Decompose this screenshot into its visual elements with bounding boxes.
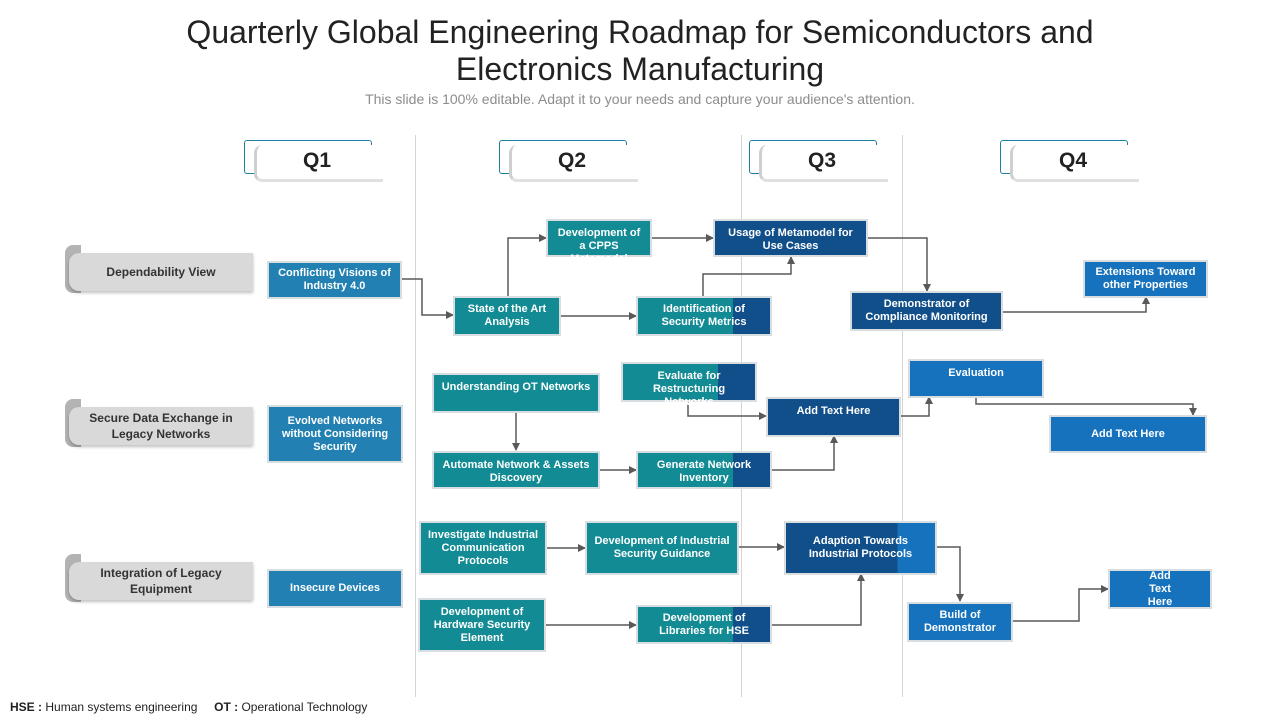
box-build-demonstrator: Build of Demonstrator bbox=[907, 602, 1013, 642]
box-adaption-protocols: Adaption Towards Industrial Protocols bbox=[784, 521, 937, 575]
box-conflicting-visions: Conflicting Visions of Industry 4.0 bbox=[267, 261, 402, 299]
quarter-label: Q4 bbox=[1058, 149, 1087, 172]
category-secure-data-exchange: Secure Data Exchange in Legacy Networks bbox=[65, 399, 255, 461]
quarter-header-q1: Q1 bbox=[244, 140, 383, 182]
quarter-header-q3: Q3 bbox=[749, 140, 888, 182]
box-hardware-security: Development of Hardware Security Element bbox=[418, 598, 546, 652]
quarter-label: Q1 bbox=[302, 149, 331, 172]
quarter-header-q2: Q2 bbox=[499, 140, 638, 182]
box-automate-network: Automate Network & Assets Discovery bbox=[432, 451, 600, 489]
hse-abbreviation: HSE : bbox=[10, 700, 43, 714]
hse-definition: Human systems engineering bbox=[45, 700, 198, 714]
quarter-header-q4: Q4 bbox=[1000, 140, 1139, 182]
page-subtitle: This slide is 100% editable. Adapt it to… bbox=[365, 91, 915, 107]
box-add-text-2: Add Text Here bbox=[1049, 415, 1207, 453]
connector bbox=[507, 234, 547, 296]
category-legacy-equipment: Integration of Legacy Equipment bbox=[65, 554, 255, 616]
category-dependability: Dependability View bbox=[65, 245, 255, 307]
box-metamodel-use-cases: Usage of Metamodel for Use Cases bbox=[713, 219, 868, 257]
connector bbox=[900, 396, 933, 417]
box-evaluation: Evaluation bbox=[908, 359, 1044, 398]
box-evolved-networks: Evolved Networks without Considering Sec… bbox=[267, 405, 403, 463]
connector bbox=[771, 573, 865, 626]
quarter-label: Q2 bbox=[557, 149, 586, 172]
box-state-of-art: State of the Art Analysis bbox=[453, 296, 561, 336]
box-extensions: Extensions Toward other Properties bbox=[1083, 260, 1208, 298]
column-divider bbox=[902, 135, 903, 697]
connector bbox=[975, 397, 1197, 416]
box-cpps-metamodel: Development of a CPPS Metamodel bbox=[546, 219, 652, 265]
connector bbox=[702, 256, 795, 296]
box-evaluate-restructuring: Evaluate for Restructuring Networks bbox=[621, 362, 757, 408]
box-security-metrics: Identification of Security Metrics bbox=[636, 296, 772, 336]
box-network-inventory: Generate Network Inventory bbox=[636, 451, 772, 489]
connector bbox=[868, 237, 931, 292]
column-divider bbox=[415, 135, 416, 697]
box-understanding-ot: Understanding OT Networks bbox=[432, 373, 600, 413]
ot-definition: Operational Technology bbox=[241, 700, 368, 714]
box-add-text-1: Add Text Here bbox=[766, 397, 901, 437]
box-add-text-3: Add Text Here bbox=[1108, 569, 1212, 609]
category-label: Secure Data Exchange in Legacy Networks bbox=[69, 407, 253, 445]
box-libraries-hse: Development of Libraries for HSE bbox=[636, 605, 772, 644]
connector bbox=[936, 546, 964, 602]
connector bbox=[401, 278, 454, 319]
box-compliance-monitoring: Demonstrator of Compliance Monitoring bbox=[850, 291, 1003, 331]
page-title: Quarterly Global Engineering Roadmap for… bbox=[186, 14, 1094, 87]
ot-abbreviation: OT : bbox=[214, 700, 239, 714]
category-label: Dependability View bbox=[69, 253, 253, 291]
box-investigate-protocols: Investigate Industrial Communication Pro… bbox=[419, 521, 547, 575]
connector bbox=[771, 435, 838, 471]
abbreviation-legend: HSE : Human systems engineering OT : Ope… bbox=[10, 700, 367, 714]
connector bbox=[1002, 296, 1150, 313]
quarter-label: Q3 bbox=[807, 149, 836, 172]
connector bbox=[1012, 585, 1109, 622]
category-label: Integration of Legacy Equipment bbox=[69, 562, 253, 600]
box-security-guidance: Development of Industrial Security Guida… bbox=[585, 521, 739, 575]
box-insecure-devices: Insecure Devices bbox=[267, 569, 403, 608]
